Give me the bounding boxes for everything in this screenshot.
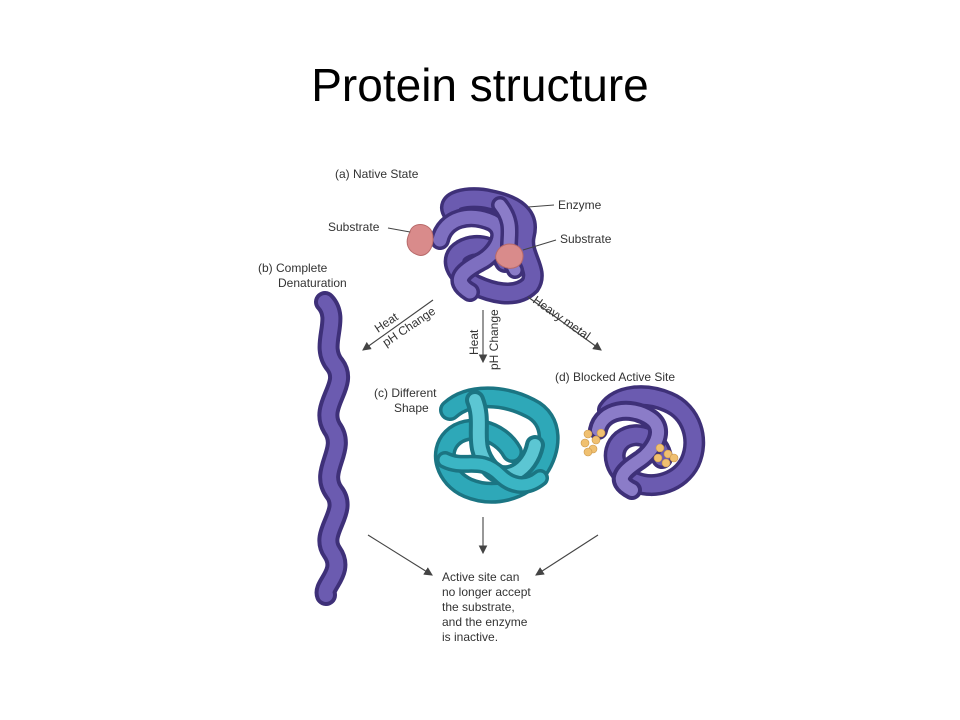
label-native-state: (a) Native State <box>335 167 419 181</box>
arrow-to-blocked <box>527 296 602 351</box>
result-line-1: Active site can <box>442 570 519 584</box>
blocked-enzyme <box>588 385 706 500</box>
label-substrate-left: Substrate <box>328 220 380 234</box>
substrate-left-leader <box>387 227 411 233</box>
denatured-chain-highlight <box>318 295 347 602</box>
arrow-to-complete <box>362 299 434 351</box>
label-substrate-right: Substrate <box>560 232 612 246</box>
result-line-2: no longer accept <box>442 585 531 599</box>
substrate-right-shape <box>495 243 524 269</box>
result-line-4: and the enzyme <box>442 615 528 629</box>
label-different-2: Shape <box>394 401 429 415</box>
label-complete-1: (b) Complete <box>258 261 328 275</box>
arrow-blocked-to-result <box>535 534 599 576</box>
label-heavy-metal: Heavy metal <box>530 293 593 343</box>
enzyme-leader <box>527 204 555 208</box>
heavy-metal-dots-left <box>580 428 606 457</box>
result-line-3: the substrate, <box>442 600 515 614</box>
different-shape-enzyme <box>433 386 560 504</box>
substrate-right-leader <box>522 239 557 251</box>
page-title: Protein structure <box>311 59 649 111</box>
label-complete-2: Denaturation <box>278 276 347 290</box>
label-enzyme: Enzyme <box>558 198 602 212</box>
label-blocked: (d) Blocked Active Site <box>555 370 675 384</box>
arrow-complete-to-result <box>367 534 433 576</box>
native-enzyme <box>430 187 544 305</box>
result-line-5: is inactive. <box>442 630 498 644</box>
substrate-left-shape <box>406 224 434 256</box>
label-heat-center: Heat <box>467 329 481 355</box>
heavy-metal-dots-right <box>653 443 679 468</box>
label-different-1: (c) Different <box>374 386 437 400</box>
label-ph-center: pH Change <box>487 309 501 370</box>
